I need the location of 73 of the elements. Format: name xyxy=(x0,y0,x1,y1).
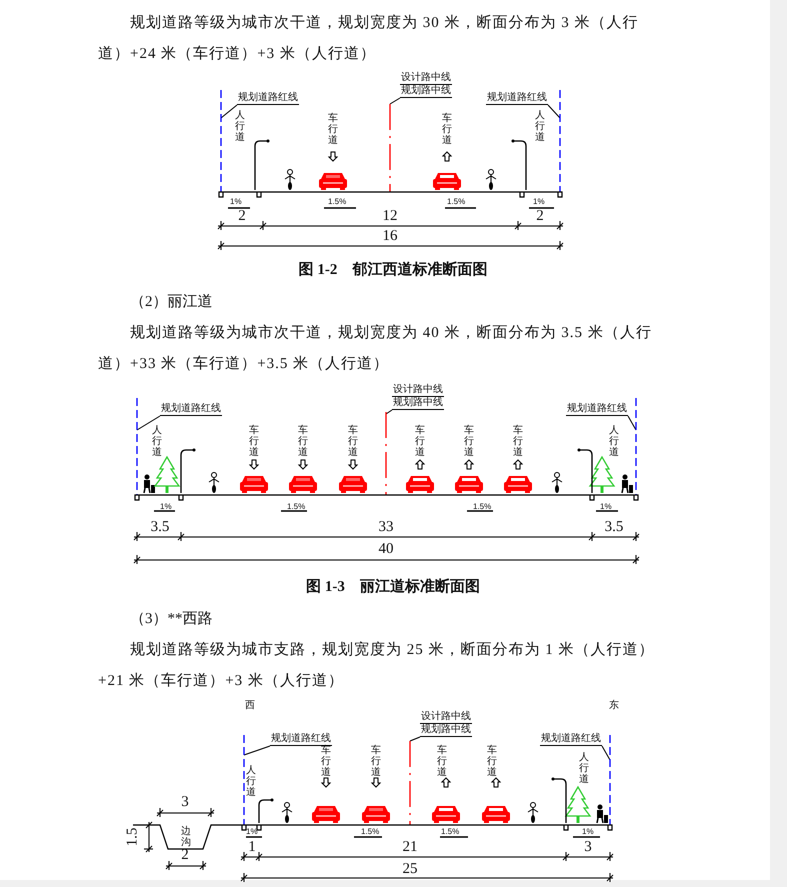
slope-label: 1% xyxy=(230,197,242,206)
lane-label: 车行道 xyxy=(348,425,358,458)
direction-label: 东 xyxy=(609,700,619,711)
boundary-callout: 规划道路红线 xyxy=(237,92,299,105)
slope-label: 1% xyxy=(246,827,258,836)
dimension-value: 16 xyxy=(382,228,398,245)
dimension-value: 2 xyxy=(536,208,544,225)
direction-label: 西 xyxy=(245,700,255,711)
boundary-callout: 规划道路红线 xyxy=(486,92,548,105)
lane-label: 车行道 xyxy=(371,745,381,778)
leader-line xyxy=(390,98,400,104)
slope-label: 1% xyxy=(160,502,172,511)
dimension-value: 33 xyxy=(378,519,394,536)
lane-label: 车行道 xyxy=(321,745,331,778)
dimension-value: 40 xyxy=(378,541,394,558)
lane-label: 车行道 xyxy=(442,113,452,146)
dimension-value: 3.5 xyxy=(604,519,624,536)
slope-label: 1.5% xyxy=(441,827,460,836)
paragraph: 规划道路等级为城市次干道，规划宽度为 40 米，断面分布为 3.5 米（人行道）+33 米（车行道）+3.5 米（人行道） xyxy=(98,323,653,374)
leader-line xyxy=(602,746,610,760)
dimension-value: 2 xyxy=(181,847,189,864)
lane-label: 车行道 xyxy=(298,425,308,458)
boundary-callout: 规划道路红线 xyxy=(270,733,332,746)
lane-label: 人行道 xyxy=(246,765,256,798)
lane-label: 车行道 xyxy=(513,425,523,458)
boundary-callout: 规划道路红线 xyxy=(566,403,628,416)
leader-line xyxy=(410,736,420,742)
paragraph: 规划道路等级为城市次干道，规划宽度为 30 米，断面分布为 3 米（人行道）+24 米（车行道）+3 米（人行道） xyxy=(98,13,640,64)
dimension-value: 25 xyxy=(402,861,418,878)
dimension-value: 1.5 xyxy=(124,828,142,846)
dimension-value: 21 xyxy=(402,839,418,856)
section-heading: （3）**西路 xyxy=(130,610,212,629)
slope-label: 1.5% xyxy=(328,197,346,206)
dimension-value: 12 xyxy=(382,208,398,225)
dimension-value: 3 xyxy=(584,839,592,856)
centerline-callout: 设计路中线 规划路中线 xyxy=(420,711,472,737)
lane-label: 车行道 xyxy=(464,425,474,458)
slope-label: 1.5% xyxy=(361,827,380,836)
lane-label: 车行道 xyxy=(437,745,447,778)
dimension-value: 3.5 xyxy=(150,519,170,536)
leader-line xyxy=(548,104,560,118)
boundary-callout: 规划道路红线 xyxy=(540,733,602,746)
lane-label: 人行道 xyxy=(235,110,245,143)
dimension-value: 3 xyxy=(181,794,189,811)
lane-label: 人行道 xyxy=(535,110,545,143)
leader-line xyxy=(386,410,392,414)
leader-line xyxy=(244,746,270,756)
lane-label: 车行道 xyxy=(328,113,338,146)
dimension-value: 2 xyxy=(238,208,246,225)
slope-label: 1.5% xyxy=(473,502,492,511)
lane-label: 车行道 xyxy=(249,425,259,458)
slope-label: 1% xyxy=(533,197,545,206)
figure-caption: 图 1-2 郁江西道标准断面图 xyxy=(298,260,488,280)
leader-line xyxy=(628,416,636,430)
figure-caption: 图 1-3 丽江道标准断面图 xyxy=(306,577,480,597)
leader-line xyxy=(220,104,238,118)
centerline-callout: 设计路中线 规划路中线 xyxy=(400,72,452,98)
leader-line xyxy=(136,416,160,430)
lane-label: 边沟 xyxy=(181,826,191,848)
lane-label: 车行道 xyxy=(487,745,497,778)
boundary-callout: 规划道路红线 xyxy=(160,403,222,416)
slope-label: 1.5% xyxy=(287,502,306,511)
slope-label: 1% xyxy=(582,827,594,836)
centerline-callout: 设计路中线 规划路中线 xyxy=(392,384,444,410)
dimension-value: 1 xyxy=(248,839,256,856)
slope-label: 1% xyxy=(600,502,612,511)
lane-label: 人行道 xyxy=(152,425,162,458)
lane-label: 人行道 xyxy=(609,425,619,458)
lane-label: 人行道 xyxy=(579,752,589,785)
lane-label: 车行道 xyxy=(415,425,425,458)
slope-label: 1.5% xyxy=(447,197,466,206)
paragraph: 规划道路等级为城市支路，规划宽度为 25 米，断面分布为 1 米（人行道）+21 米（车行道）+3 米（人行道） xyxy=(98,640,656,691)
section-heading: （2）丽江道 xyxy=(130,293,212,312)
